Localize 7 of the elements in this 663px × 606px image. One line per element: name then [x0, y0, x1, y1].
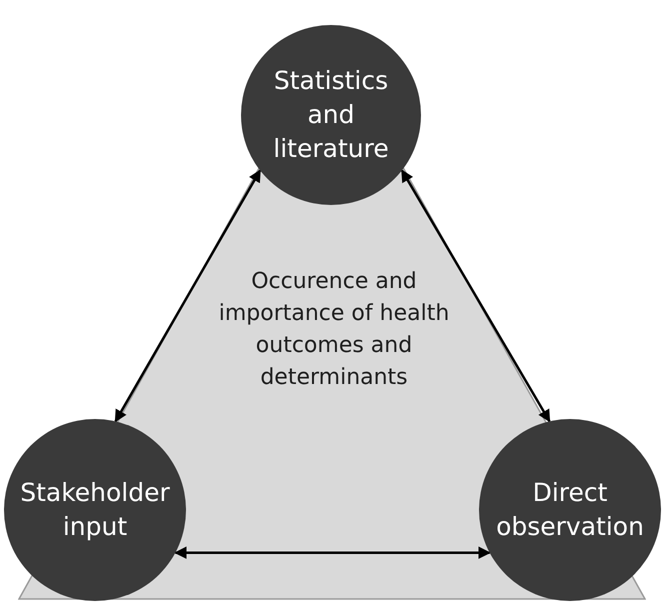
circle-label: Direct observation [495, 477, 645, 543]
center-text: Occurence and importance of health outcomes and determinants [218, 268, 450, 392]
circle-label: Stakeholder input [19, 477, 171, 543]
double-arrow [174, 546, 491, 559]
double-arrow [400, 169, 551, 422]
circle-label: Statistics and literature [272, 65, 390, 165]
double-arrow [114, 169, 262, 422]
